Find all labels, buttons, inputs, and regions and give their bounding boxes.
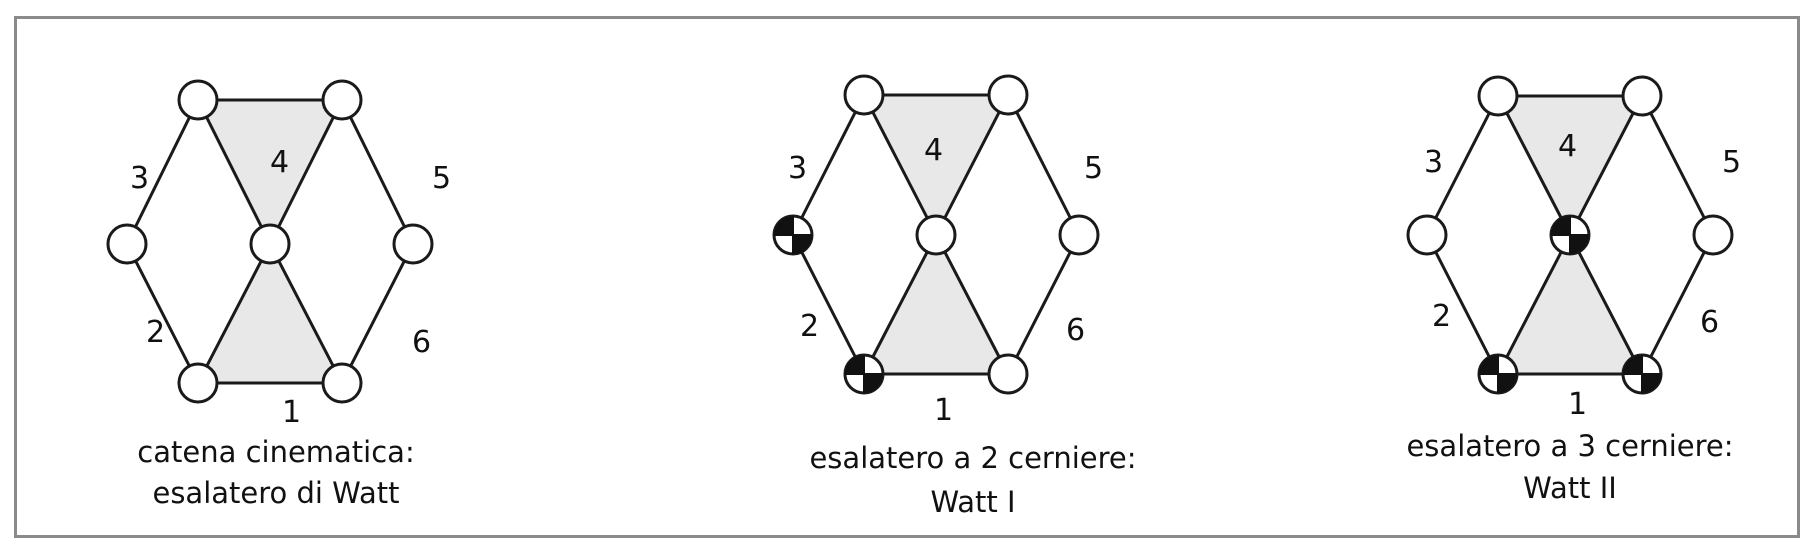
ground-quadrant (1551, 216, 1570, 235)
link-bar (934, 234, 1010, 375)
link-label-1: 1 (282, 395, 301, 430)
revolute-joint-icon (987, 353, 1029, 395)
link-bar (196, 243, 272, 384)
ground-quadrant (845, 355, 864, 374)
ground-quadrant (793, 235, 812, 254)
ternary-link-1 (1498, 235, 1642, 374)
ground-quadrant (1479, 355, 1498, 374)
chain-mechanism (106, 79, 434, 404)
ternary-link-4 (198, 100, 342, 244)
link-label-2: 2 (800, 309, 819, 344)
link-bar (1568, 234, 1644, 375)
ternary-link-4 (864, 95, 1008, 235)
link-bar (1496, 234, 1572, 375)
caption-line-2: Watt I (930, 485, 1015, 519)
watt1-mechanism (772, 74, 1100, 395)
link-bar (1006, 234, 1081, 375)
link-label-6: 6 (1700, 305, 1719, 340)
caption-line-1: esalatero a 2 cerniere: (809, 441, 1136, 475)
revolute-joint-icon (987, 74, 1029, 116)
link-label-4: 4 (1558, 129, 1577, 164)
link-label-6: 6 (412, 325, 431, 360)
link-bar (196, 99, 272, 245)
link-bar (268, 99, 344, 245)
link-bar (1568, 95, 1644, 236)
revolute-joint-icon (106, 223, 148, 265)
revolute-joint-icon (321, 362, 363, 404)
diagram-watt1: 3 4 5 2 6 1 esalatero a 2 cerniere: Watt… (772, 74, 1137, 519)
link-label-2: 2 (1432, 299, 1451, 334)
diagram-chain: 3 4 5 2 6 1 catena cinematica: esalatero… (106, 79, 451, 510)
revolute-joint-icon (321, 79, 363, 121)
link-bar (1496, 95, 1572, 236)
link-bar (1640, 95, 1715, 236)
ground-quadrant (1642, 374, 1661, 393)
revolute-joint-icon (1621, 75, 1663, 117)
link-bar (340, 243, 415, 384)
link-label-6: 6 (1066, 313, 1085, 348)
revolute-joint-icon (843, 74, 885, 116)
ternary-link-1 (198, 244, 342, 383)
link-bar (934, 94, 1010, 236)
revolute-joint-icon (1406, 214, 1448, 256)
revolute-joint-icon (177, 362, 219, 404)
link-bar (1425, 234, 1500, 375)
ground-quadrant (774, 216, 793, 235)
link-label-1: 1 (1568, 387, 1587, 422)
link-bar (1425, 95, 1500, 236)
link-label-4: 4 (270, 145, 289, 180)
link-label-3: 3 (1424, 145, 1443, 180)
ternary-link-4 (1498, 96, 1642, 235)
link-bar (862, 94, 938, 236)
link-label-4: 4 (924, 133, 943, 168)
link-label-1: 1 (934, 393, 953, 428)
link-bar (340, 99, 415, 245)
link-label-5: 5 (1084, 151, 1103, 186)
link-label-3: 3 (788, 151, 807, 186)
link-label-3: 3 (130, 161, 149, 196)
diagram-watt2: 3 4 5 2 6 1 esalatero a 3 cerniere: Watt… (1406, 75, 1741, 505)
revolute-joint-icon (1477, 75, 1519, 117)
ground-quadrant (1570, 235, 1589, 254)
ground-quadrant (864, 374, 883, 393)
ternary-link-1 (864, 235, 1008, 374)
link-label-5: 5 (432, 161, 451, 196)
link-bar (268, 243, 344, 384)
link-bar (125, 99, 200, 245)
caption-line-1: esalatero a 3 cerniere: (1406, 429, 1733, 463)
caption-line-2: esalatero di Watt (152, 476, 399, 510)
link-bar (1006, 94, 1081, 236)
caption-line-1: catena cinematica: (137, 435, 414, 469)
link-bar (791, 234, 866, 375)
link-bar (125, 243, 200, 384)
revolute-joint-icon (915, 214, 957, 256)
link-label-5: 5 (1722, 145, 1741, 180)
ground-quadrant (1498, 374, 1517, 393)
link-label-2: 2 (146, 315, 165, 350)
revolute-joint-icon (1692, 214, 1734, 256)
link-bar (791, 94, 866, 236)
watt2-mechanism (1406, 75, 1734, 395)
revolute-joint-icon (177, 79, 219, 121)
ground-quadrant (1623, 355, 1642, 374)
link-bar (1640, 234, 1715, 375)
revolute-joint-icon (1058, 214, 1100, 256)
link-bar (862, 234, 938, 375)
caption-line-2: Watt II (1523, 471, 1617, 505)
revolute-joint-icon (392, 223, 434, 265)
revolute-joint-icon (249, 223, 291, 265)
